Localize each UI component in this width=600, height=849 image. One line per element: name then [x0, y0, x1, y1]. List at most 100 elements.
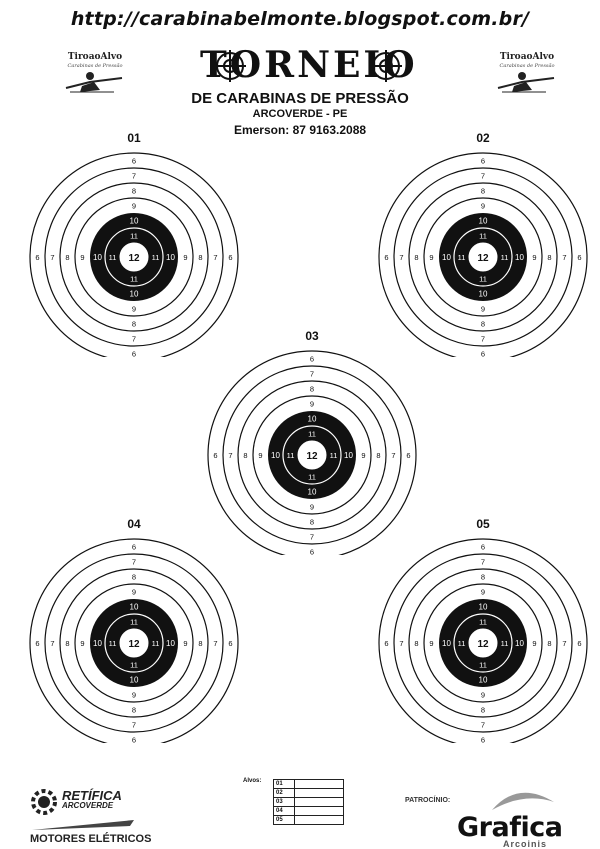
- alvo-number: 04: [273, 806, 295, 816]
- center-number: 12: [306, 451, 318, 462]
- ring-number: 7: [228, 451, 232, 460]
- ring-number: 9: [258, 451, 262, 460]
- ring-number: 7: [50, 639, 54, 648]
- sponsor-swoosh-icon: [492, 792, 554, 810]
- ring-number: 10: [166, 639, 175, 648]
- sponsor-label: PATROCÍNIO:: [405, 797, 451, 804]
- alvos-table: 01 02 03 04 05: [273, 779, 344, 825]
- ring-number: 11: [330, 451, 338, 460]
- table-row: 02: [273, 788, 344, 798]
- ring-number: 8: [243, 451, 247, 460]
- center-number: 12: [477, 639, 489, 650]
- ring-number: 6: [35, 639, 39, 648]
- ring-number: 8: [310, 518, 314, 527]
- ring-number: 7: [310, 370, 314, 379]
- swoosh-icon: [32, 820, 134, 830]
- ring-number: 6: [481, 350, 485, 358]
- logo-sub: Carabinas de Pressão: [67, 63, 123, 69]
- score-cell[interactable]: [294, 788, 344, 798]
- target-center: [468, 628, 498, 658]
- ring-number: 8: [376, 451, 380, 460]
- ring-number: 8: [65, 253, 69, 262]
- logo-sub: Carabinas de Pressão: [499, 63, 555, 69]
- tiro-ao-alvo-logo-left: TiroaoAlvo Carabinas de Pressão: [60, 52, 130, 100]
- ring-number: 8: [481, 573, 485, 582]
- ring-number: 9: [132, 588, 136, 597]
- ring-number: 11: [501, 253, 509, 262]
- blog-url: http://carabinabelmonte.blogspot.com.br/: [70, 8, 530, 30]
- ring-number: 10: [130, 217, 139, 226]
- ring-number: 9: [429, 639, 433, 648]
- ring-number: 6: [577, 639, 581, 648]
- ring-number: 8: [132, 706, 136, 715]
- ring-number: 11: [479, 275, 487, 284]
- ring-number: 11: [152, 639, 160, 648]
- score-cell[interactable]: [294, 797, 344, 807]
- ring-number: 11: [308, 430, 316, 439]
- ring-number: 11: [479, 232, 487, 241]
- ring-number: 6: [35, 253, 39, 262]
- ring-number: 7: [132, 172, 136, 181]
- ring-number: 7: [132, 721, 136, 730]
- target-number: 01: [127, 131, 141, 145]
- ring-number: 7: [562, 253, 566, 262]
- ring-number: 9: [310, 503, 314, 512]
- ring-number: 7: [399, 639, 403, 648]
- ring-number: 6: [132, 350, 136, 358]
- ring-number: 7: [310, 533, 314, 542]
- alvo-number: 01: [273, 779, 295, 789]
- ring-number: 11: [479, 618, 487, 627]
- ring-number: 7: [481, 558, 485, 567]
- gear-icon: [31, 789, 57, 815]
- target-ring: [453, 227, 513, 287]
- ring-number: 10: [93, 253, 102, 262]
- alvo-number: 02: [273, 788, 295, 798]
- ring-number: 6: [577, 253, 581, 262]
- score-cell[interactable]: [294, 815, 344, 825]
- ring-number: 7: [50, 253, 54, 262]
- ring-number: 9: [132, 691, 136, 700]
- center-number: 12: [128, 253, 140, 264]
- ring-number: 10: [166, 253, 175, 262]
- ring-number: 9: [481, 202, 485, 211]
- score-cell[interactable]: [294, 806, 344, 816]
- ring-number: 8: [65, 639, 69, 648]
- target-center: [119, 242, 149, 272]
- target-ring: [104, 227, 164, 287]
- ring-number: 10: [93, 639, 102, 648]
- ring-number: 8: [547, 253, 551, 262]
- target-number: 03: [305, 329, 319, 343]
- crosshair-icons: [214, 50, 402, 82]
- score-cell[interactable]: [294, 779, 344, 789]
- alvo-number: 03: [273, 797, 295, 807]
- ring-number: 11: [130, 618, 138, 627]
- ring-number: 11: [308, 473, 316, 482]
- ring-number: 6: [228, 639, 232, 648]
- tournament-title: DE CARABINAS DE PRESSÃO: [191, 90, 409, 107]
- ring-number: 11: [130, 232, 138, 241]
- ring-number: 10: [344, 451, 353, 460]
- ring-number: 8: [481, 706, 485, 715]
- target-center: [119, 628, 149, 658]
- ring-number: 6: [132, 543, 136, 552]
- shooter-icon: [65, 72, 123, 93]
- ring-number: 9: [132, 305, 136, 314]
- ring-number: 6: [310, 355, 314, 364]
- ring-number: 8: [198, 253, 202, 262]
- target-ring: [282, 425, 342, 485]
- ring-number: 10: [479, 676, 488, 685]
- table-row: 05: [273, 815, 344, 825]
- ring-number: 10: [308, 488, 317, 497]
- target-ring: [104, 613, 164, 673]
- ring-number: 6: [213, 451, 217, 460]
- ring-number: 6: [384, 639, 388, 648]
- ring-number: 10: [130, 603, 139, 612]
- ring-number: 6: [384, 253, 388, 262]
- ring-number: 10: [479, 217, 488, 226]
- ring-number: 7: [213, 253, 217, 262]
